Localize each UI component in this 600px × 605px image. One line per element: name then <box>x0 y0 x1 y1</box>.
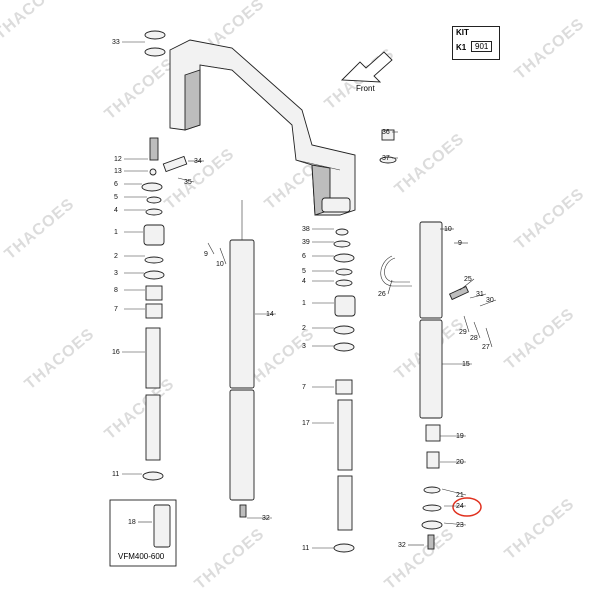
callout-label-8: 8 <box>114 287 118 294</box>
callout-label-10: 10 <box>444 226 452 233</box>
callout-label-21: 21 <box>456 492 464 499</box>
watermark-text: THACOES <box>192 525 268 593</box>
callout-label-13: 13 <box>114 168 122 175</box>
front-label: Front <box>356 84 375 93</box>
callout-label-7: 7 <box>302 384 306 391</box>
variant-label: VFM400-600 <box>118 552 165 561</box>
watermark-text: THACOES <box>102 375 178 443</box>
callout-label-26: 26 <box>378 291 386 298</box>
callout-leader-line <box>219 247 227 265</box>
callout-label-11: 11 <box>112 471 119 478</box>
kit-number: 901 <box>471 41 493 52</box>
callout-leader-line <box>443 522 467 526</box>
callout-label-10: 10 <box>216 261 224 268</box>
watermark-text: THACOES <box>162 145 238 213</box>
callout-leader-line <box>441 488 467 496</box>
callout-label-32: 32 <box>398 542 406 549</box>
callout-label-18: 18 <box>128 519 136 526</box>
callout-label-17: 17 <box>302 420 310 427</box>
callout-label-34: 34 <box>194 158 202 165</box>
callout-label-19: 19 <box>456 433 464 440</box>
callout-label-32: 32 <box>262 515 270 522</box>
callout-label-23: 23 <box>456 522 464 529</box>
middle-part-stack <box>333 129 397 553</box>
callout-label-31: 31 <box>476 291 484 298</box>
kit-title: KIT <box>456 28 469 37</box>
callout-label-16: 16 <box>112 349 120 356</box>
callout-label-37: 37 <box>382 155 390 162</box>
watermark-text: THACOES <box>102 55 178 123</box>
callout-leader-line <box>469 293 487 299</box>
cylinder-14 <box>229 200 255 518</box>
callout-label-6: 6 <box>302 253 306 260</box>
callout-label-9: 9 <box>458 240 462 247</box>
callout-label-5: 5 <box>114 194 118 201</box>
callout-leader-line <box>473 321 481 339</box>
watermark-text: THACOES <box>502 305 578 373</box>
kit-code: K1 <box>456 43 467 52</box>
callout-labels: 3312136541238716111891014323435363738395… <box>112 39 497 552</box>
callout-label-35: 35 <box>184 179 192 186</box>
callout-leader-line <box>387 279 393 295</box>
watermark-text: THACOES <box>382 525 458 593</box>
callout-leader-line <box>207 242 215 255</box>
callout-label-33: 33 <box>112 39 120 46</box>
callout-label-36: 36 <box>382 129 390 136</box>
watermark-text: THACOES <box>0 0 68 43</box>
callout-leader-line <box>485 327 493 348</box>
callout-leader-line <box>459 278 475 291</box>
callout-label-29: 29 <box>459 329 467 336</box>
callout-label-7: 7 <box>114 306 118 313</box>
callout-label-39: 39 <box>302 239 310 246</box>
callout-label-20: 20 <box>456 459 464 466</box>
callout-leader-line <box>479 299 497 307</box>
callout-label-14: 14 <box>266 311 274 318</box>
callout-label-3: 3 <box>302 343 306 350</box>
callout-label-1: 1 <box>114 229 118 236</box>
callout-label-1: 1 <box>302 300 306 307</box>
variant-box <box>109 499 177 567</box>
watermark-text: THACOES <box>512 15 588 83</box>
callout-label-12: 12 <box>114 156 122 163</box>
callout-leader-line <box>177 177 195 183</box>
callout-label-38: 38 <box>302 226 310 233</box>
callout-label-28: 28 <box>470 335 478 342</box>
watermark-text: THACOES <box>512 185 588 253</box>
callout-label-3: 3 <box>114 270 118 277</box>
callout-label-27: 27 <box>482 344 490 351</box>
callout-leader-line <box>463 315 470 333</box>
mast-frame <box>169 39 356 216</box>
callout-label-15: 15 <box>462 361 470 368</box>
highlight-circle <box>452 497 482 517</box>
watermark-text: THACOES <box>502 495 578 563</box>
callout-label-2: 2 <box>114 253 118 260</box>
watermark-text: THACOES <box>392 130 468 198</box>
front-arrow-icon <box>340 51 393 83</box>
callout-label-11: 11 <box>302 545 309 552</box>
cylinder-15 <box>380 221 470 550</box>
watermark-text: THACOES <box>2 195 78 263</box>
callout-label-30: 30 <box>486 297 494 304</box>
callout-label-25: 25 <box>464 276 472 283</box>
left-part-stack <box>141 30 188 481</box>
callout-label-4: 4 <box>302 278 306 285</box>
callout-label-9: 9 <box>204 251 208 258</box>
callout-label-2: 2 <box>302 325 306 332</box>
callout-label-5: 5 <box>302 268 306 275</box>
callout-label-6: 6 <box>114 181 118 188</box>
callout-label-4: 4 <box>114 207 118 214</box>
callout-label-24: 24 <box>456 503 464 510</box>
watermarks: THACOES THACOES THACOES THACOES THACOES … <box>0 0 588 593</box>
watermark-text: THACOES <box>22 325 98 393</box>
